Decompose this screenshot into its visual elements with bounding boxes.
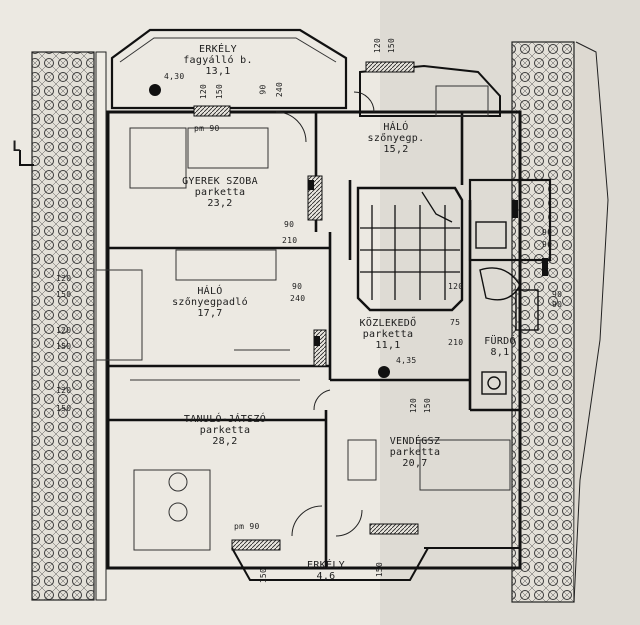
dim-90-a: 90 (284, 220, 295, 229)
dim-210-a: 210 (282, 236, 298, 245)
room-erkely-top: ERKÉLY fagyálló b. 13,1 (178, 44, 258, 77)
room-halo-mid: HÁLÓ szőnyegpadló 17,7 (160, 286, 260, 319)
dim-120-left-3: 120 (56, 386, 72, 395)
room-name: TANULÓ-JÁTSZÓ (183, 414, 267, 425)
room-floor: szőnyegp. (367, 133, 425, 144)
dim-90-right-4: 90 (552, 300, 563, 309)
room-area: 4,6 (316, 571, 336, 582)
room-name: FÜRDŐ (484, 336, 516, 347)
dim-150-vendeg: 150 (423, 397, 433, 414)
roof-strip-right-edge (573, 41, 609, 603)
dim-150-left-3: 150 (56, 404, 72, 413)
room-furdo: FÜRDŐ 8,1 (470, 336, 530, 358)
top-right-bay (359, 64, 501, 117)
staircase (356, 186, 464, 312)
room-floor: parketta (389, 447, 441, 458)
dim-90-b: 90 (292, 282, 303, 291)
dim-90-right-3: 90 (552, 290, 563, 299)
dim-4-35: 4,35 (396, 356, 417, 365)
room-area: 20,7 (402, 458, 428, 469)
room-area: 11,1 (375, 340, 401, 351)
door-swings (275, 91, 375, 537)
dim-90-right-2: 90 (542, 240, 553, 249)
room-kozlekedo: KÖZLEKEDŐ parketta 11,1 (340, 318, 436, 351)
dim-240-top-mid: 240 (275, 81, 285, 98)
dim-210-stair: 210 (448, 338, 464, 347)
bathroom-block (468, 178, 552, 395)
room-area: 17,7 (197, 308, 223, 319)
dim-120-top-left: 120 (199, 83, 209, 100)
room-halo-top: HÁLÓ szőnyegp. 15,2 (356, 122, 436, 155)
roof-strip-left-outer (31, 51, 95, 601)
room-vendeg: VENDÉGSZ parketta 20,7 (370, 436, 460, 469)
dim-75: 75 (450, 318, 461, 327)
room-area: 28,2 (212, 436, 238, 447)
dim-120-vendeg: 120 (409, 397, 419, 414)
dim-90-top-mid: 90 (258, 84, 268, 95)
dim-150-bottom-right: 150 (375, 561, 385, 578)
furniture (95, 85, 511, 551)
room-area: 15,2 (383, 144, 409, 155)
section-mark-l: L (12, 139, 21, 155)
dim-150-left-2: 150 (56, 342, 72, 351)
dim-pm90-bottom: pm 90 (234, 522, 260, 531)
room-name: GYEREK SZOBA (182, 176, 258, 187)
room-area: 23,2 (207, 198, 233, 209)
room-name: ERKÉLY (199, 44, 237, 55)
room-name: HÁLÓ (383, 122, 409, 133)
dim-90-right: 90 (542, 228, 553, 237)
dim-150-top-left: 150 (215, 83, 225, 100)
roof-strip-right-outer (511, 41, 575, 603)
dim-120-top-right: 120 (373, 37, 383, 54)
top-balcony-outline (110, 28, 348, 110)
room-floor: szőnyegpadló (172, 297, 248, 308)
dim-120-left-2: 120 (56, 326, 72, 335)
room-floor: parketta (199, 425, 251, 436)
dim-pm90-top: pm 90 (194, 124, 220, 133)
room-name: HÁLÓ (197, 286, 223, 297)
room-floor: parketta (362, 329, 414, 340)
dim-120-left-1: 120 (56, 274, 72, 283)
room-floor: parketta (194, 187, 246, 198)
dim-150-bottom: 150 (259, 567, 269, 584)
dim-120-stair: 120 (448, 282, 464, 291)
room-erkely-bottom: ERKÉLY 4,6 (296, 560, 356, 582)
dim-150-left-1: 150 (56, 290, 72, 299)
bottom-balcony (231, 547, 429, 581)
room-gyerek: GYEREK SZOBA parketta 23,2 (170, 176, 270, 209)
vent-blocks (308, 180, 548, 346)
dim-4-30: 4,30 (164, 72, 185, 81)
dim-150-top-right: 150 (387, 37, 397, 54)
dim-240-b: 240 (290, 294, 306, 303)
room-tanulo: TANULÓ-JÁTSZÓ parketta 28,2 (160, 414, 290, 447)
room-area: 13,1 (205, 66, 231, 77)
room-name: VENDÉGSZ (389, 436, 441, 447)
interior-walls (108, 110, 520, 568)
room-name: ERKÉLY (307, 560, 345, 571)
roof-strip-left-inner (95, 51, 107, 601)
room-floor: fagyálló b. (183, 55, 253, 66)
room-area: 8,1 (490, 347, 510, 358)
room-name: KÖZLEKEDŐ (359, 318, 417, 329)
section-markers (19, 84, 390, 378)
